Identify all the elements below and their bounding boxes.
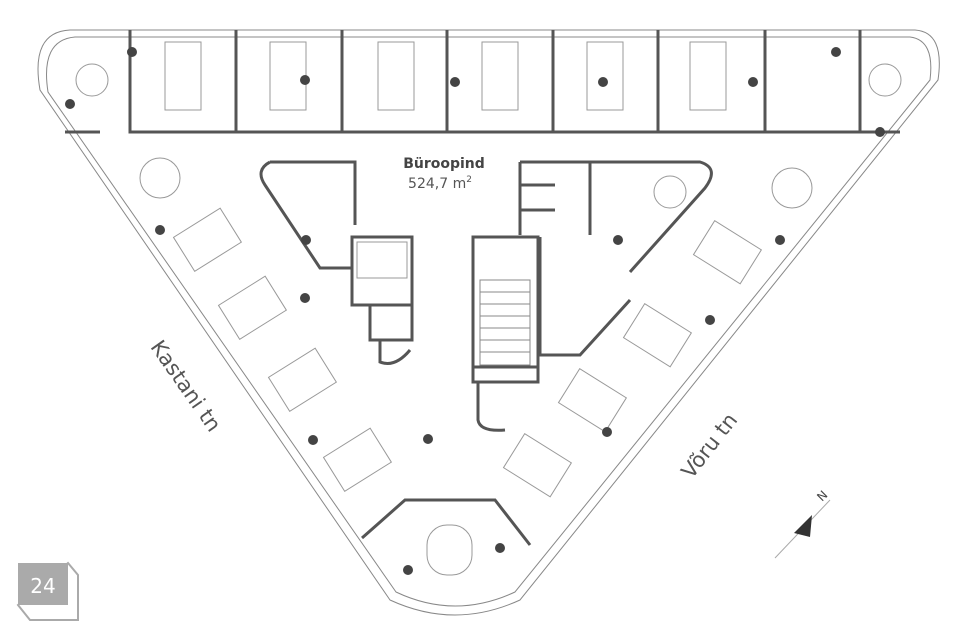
desk-cluster xyxy=(377,41,415,111)
column xyxy=(705,315,715,325)
furniture-left xyxy=(75,63,393,492)
desk-cluster xyxy=(269,41,307,111)
core-left xyxy=(259,160,414,365)
column xyxy=(875,127,885,137)
space-title: Büroopind xyxy=(403,156,485,172)
column xyxy=(308,435,318,445)
column xyxy=(155,225,165,235)
column xyxy=(300,75,310,85)
floor-badge: 24 xyxy=(16,561,79,621)
furniture-right xyxy=(502,63,902,498)
space-area: 524,7 m2 xyxy=(408,175,472,192)
desk-cluster xyxy=(481,41,519,111)
structural-columns xyxy=(65,47,885,575)
desk-cluster xyxy=(164,41,202,111)
north-arrow: N xyxy=(774,488,830,559)
floor-number: 24 xyxy=(30,574,55,598)
column xyxy=(598,77,608,87)
core-right xyxy=(471,160,713,432)
column xyxy=(127,47,137,57)
street-label-right: Võru tn xyxy=(677,408,743,482)
column xyxy=(423,434,433,444)
column xyxy=(65,99,75,109)
bottom-meeting-room xyxy=(361,498,532,576)
column xyxy=(831,47,841,57)
column xyxy=(301,235,311,245)
column xyxy=(403,565,413,575)
column xyxy=(450,77,460,87)
street-label-left: Kastani tn xyxy=(146,336,226,436)
desk-cluster xyxy=(586,41,624,111)
building-outline xyxy=(37,29,940,616)
column xyxy=(300,293,310,303)
desk-cluster xyxy=(689,41,727,111)
column xyxy=(748,77,758,87)
top-office-row xyxy=(65,30,900,134)
column xyxy=(613,235,623,245)
building-outline-inner xyxy=(46,36,932,607)
column xyxy=(602,427,612,437)
column xyxy=(495,543,505,553)
column xyxy=(775,235,785,245)
